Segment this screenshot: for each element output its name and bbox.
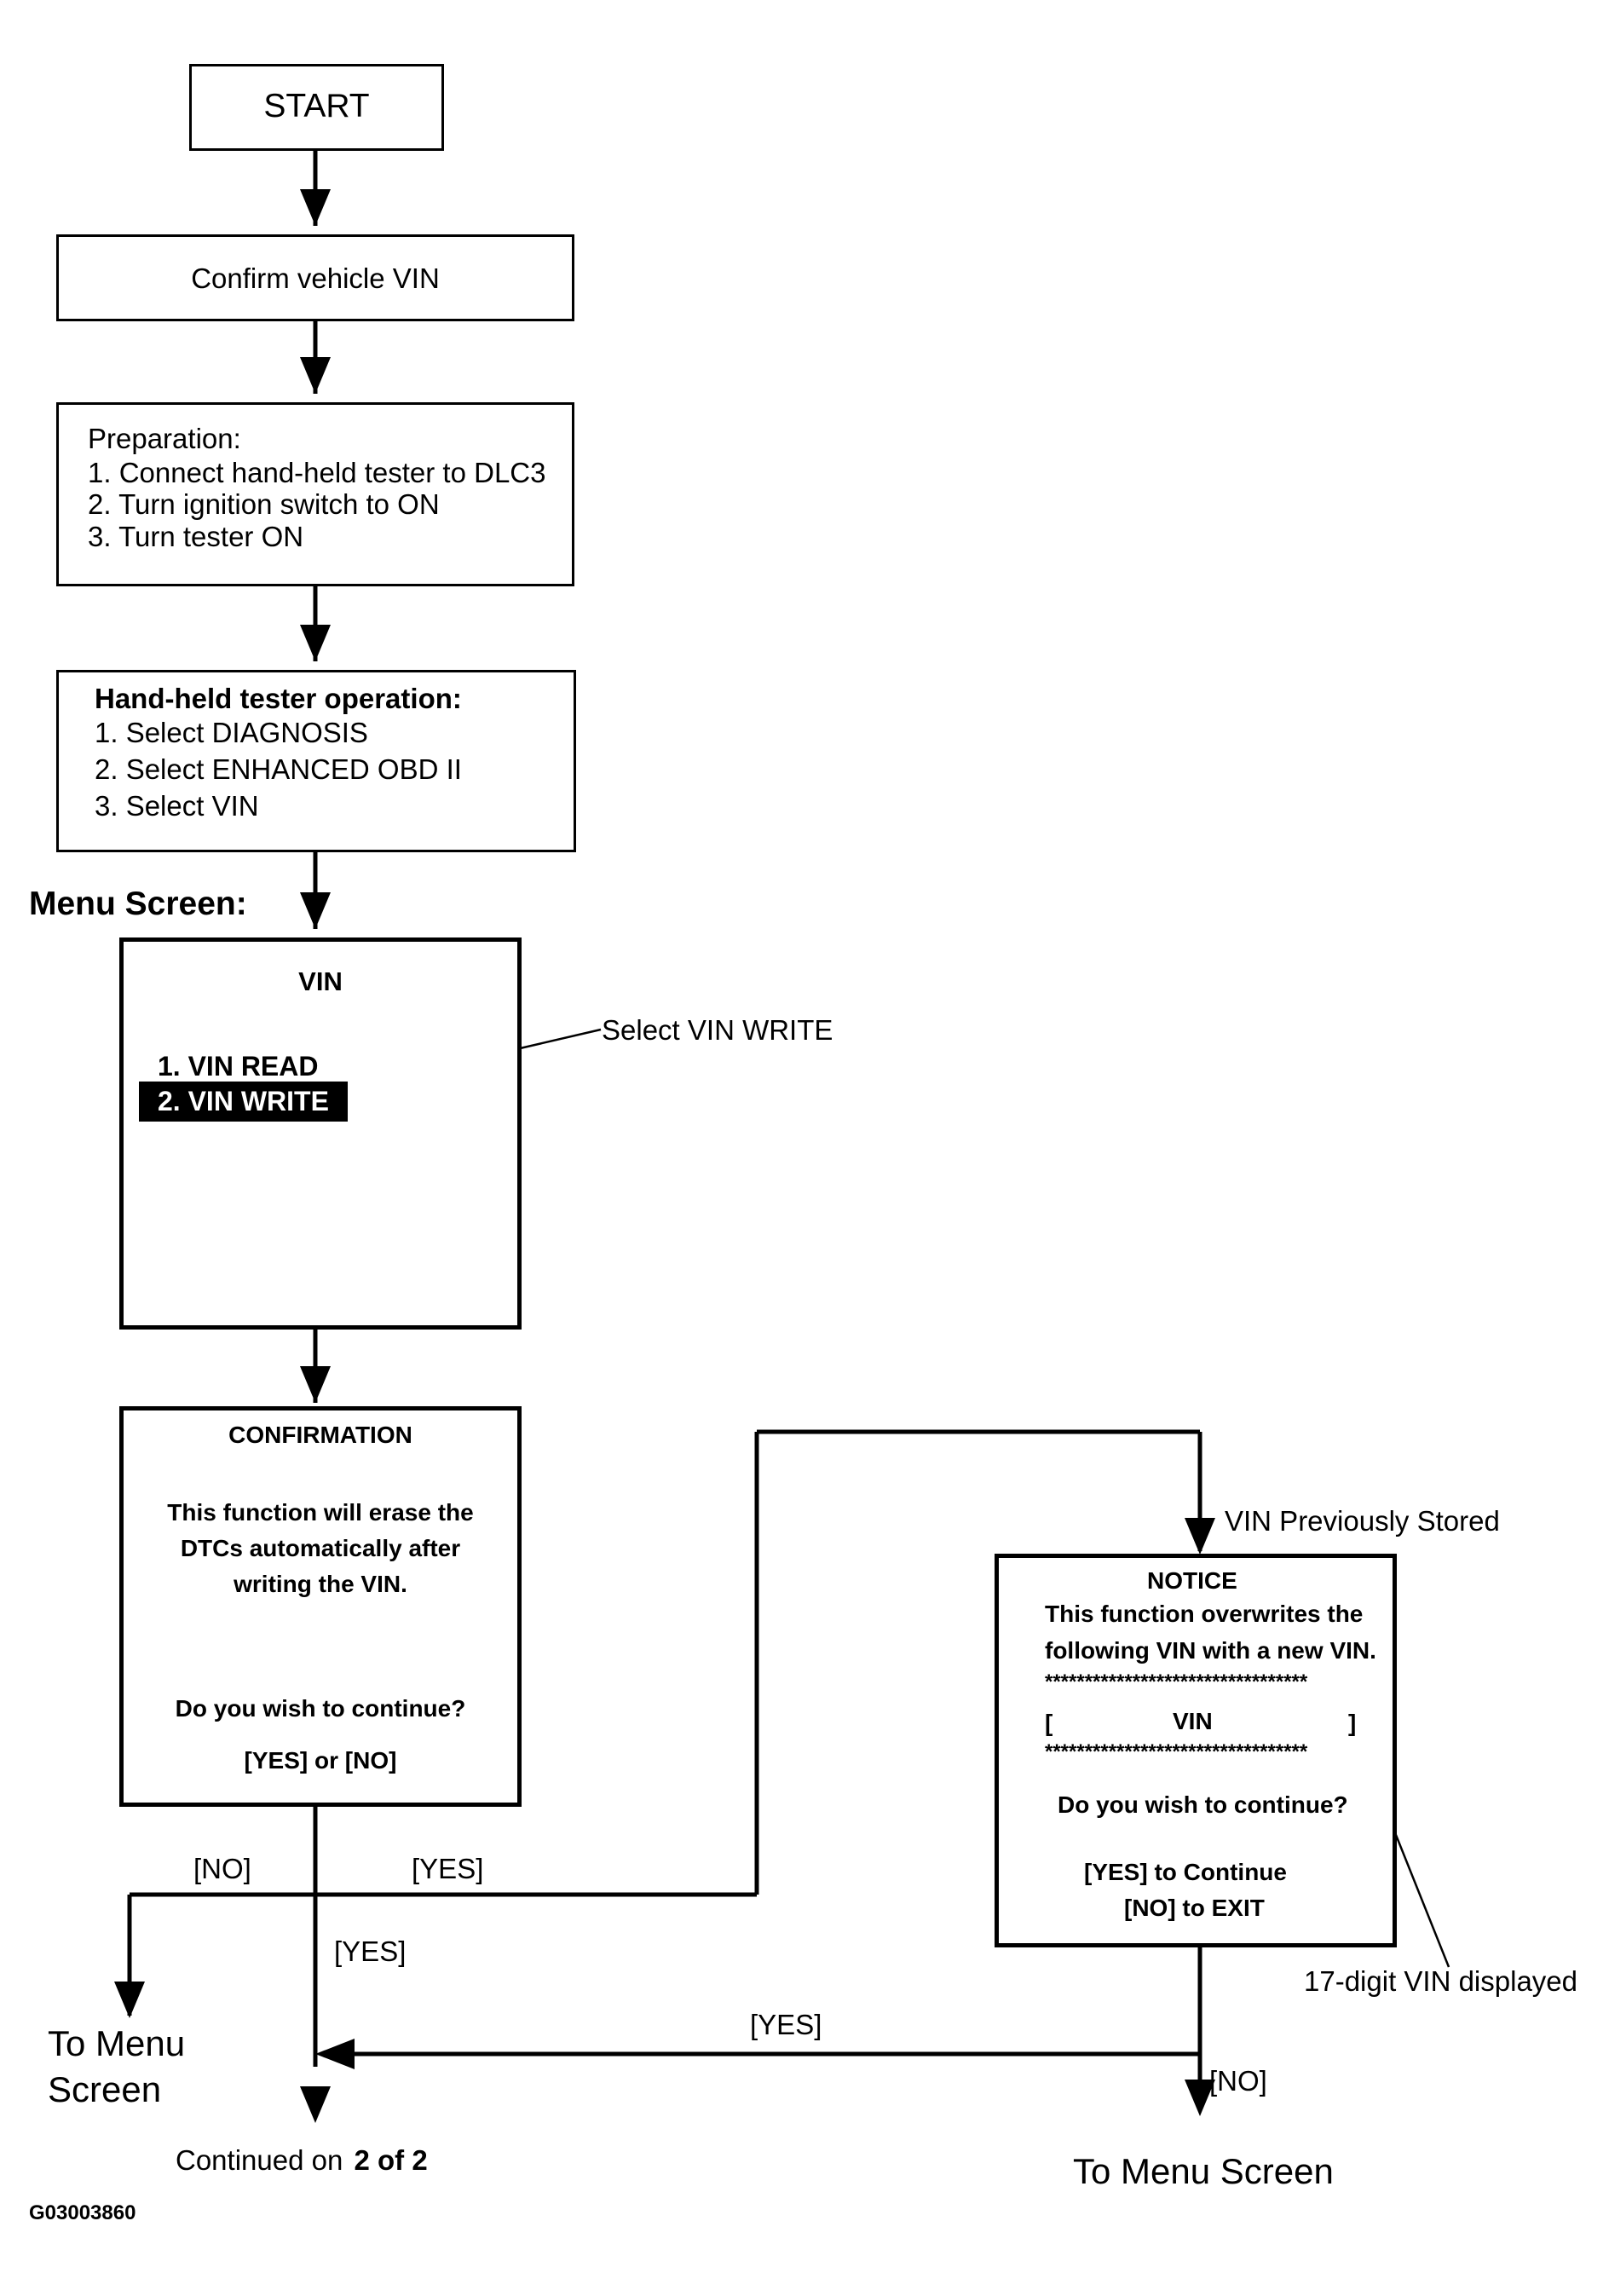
branch-yes-down-label: [YES] bbox=[334, 1935, 407, 1967]
branch-yes-label: [YES] bbox=[412, 1853, 484, 1884]
tester-operation-title: Hand-held tester operation: bbox=[95, 683, 462, 714]
to-menu-screen-left-2: Screen bbox=[48, 2069, 162, 2109]
arrowhead-notice-no bbox=[1185, 2080, 1215, 2116]
menu-item-vin-read: 1. VIN READ bbox=[158, 1051, 319, 1082]
confirmation-line-1: This function will erase the bbox=[167, 1499, 474, 1526]
notice-stars-top: ********************************* bbox=[1045, 1670, 1308, 1693]
arrowhead-4 bbox=[300, 892, 331, 929]
confirmation-box bbox=[119, 1406, 522, 1807]
menu-screen-title: VIN bbox=[298, 966, 343, 996]
continued-on-label: Continued on 2 of 2 bbox=[176, 2143, 428, 2178]
preparation-item-2: 2. Turn ignition switch to ON bbox=[88, 488, 440, 520]
notice-vin-previously-stored: VIN Previously Stored bbox=[1225, 1505, 1500, 1537]
confirm-vin-label: Confirm vehicle VIN bbox=[191, 262, 440, 294]
notice-line-1: This function overwrites the bbox=[1045, 1601, 1364, 1627]
notice-line-2: following VIN with a new VIN. bbox=[1045, 1637, 1376, 1664]
confirmation-title: CONFIRMATION bbox=[228, 1422, 412, 1448]
tester-item-3: 3. Select VIN bbox=[95, 790, 259, 822]
branch-yes-back-label: [YES] bbox=[750, 2009, 822, 2040]
menu-screen-box bbox=[119, 937, 522, 1330]
notice-stars-bottom: ********************************* bbox=[1045, 1740, 1308, 1763]
callout-select-vin-write: Select VIN WRITE bbox=[602, 1014, 833, 1046]
notice-bracket-close: ] bbox=[1348, 1710, 1357, 1736]
notice-question: Do you wish to continue? bbox=[1058, 1791, 1348, 1818]
menu-screen-heading: Menu Screen: bbox=[29, 886, 247, 922]
arrowhead-5 bbox=[300, 1366, 331, 1403]
to-menu-screen-left-1: To Menu bbox=[48, 2023, 186, 2063]
callout-17-digit-vin: 17-digit VIN displayed bbox=[1304, 1965, 1578, 1997]
confirmation-line-3: writing the VIN. bbox=[234, 1571, 407, 1597]
preparation-box bbox=[56, 402, 574, 586]
to-menu-screen-right: To Menu Screen bbox=[1073, 2151, 1334, 2191]
arrowhead-main-down bbox=[300, 2086, 331, 2123]
notice-title: NOTICE bbox=[1147, 1567, 1237, 1594]
start-label: START bbox=[263, 88, 370, 124]
menu-item-vin-write: 2. VIN WRITE bbox=[139, 1082, 348, 1122]
start-box bbox=[189, 64, 444, 151]
preparation-item-3: 3. Turn tester ON bbox=[88, 521, 304, 552]
tester-item-2: 2. Select ENHANCED OBD II bbox=[95, 753, 462, 785]
confirmation-question: Do you wish to continue? bbox=[175, 1695, 466, 1722]
branch-no-label: [NO] bbox=[193, 1853, 251, 1884]
confirmation-options: [YES] or [NO] bbox=[244, 1747, 397, 1774]
tester-operation-box bbox=[56, 670, 576, 852]
preparation-item-1: 1. Connect hand-held tester to DLC3 bbox=[88, 457, 546, 488]
confirm-vin-box bbox=[56, 234, 574, 321]
continued-on-page: 2 of 2 bbox=[354, 2144, 428, 2176]
notice-box bbox=[995, 1554, 1397, 1947]
preparation-title: Preparation: bbox=[88, 423, 241, 454]
confirmation-line-2: DTCs automatically after bbox=[180, 1535, 461, 1561]
branch-no-down-label: [NO] bbox=[1209, 2065, 1267, 2097]
arrowhead-3 bbox=[300, 625, 331, 661]
notice-yes-continue: [YES] to Continue bbox=[1084, 1859, 1287, 1885]
tester-item-1: 1. Select DIAGNOSIS bbox=[95, 717, 368, 748]
arrowhead-2 bbox=[300, 357, 331, 394]
arrowhead-yes-back bbox=[315, 2039, 355, 2069]
arrowhead-1 bbox=[300, 189, 331, 226]
notice-no-exit: [NO] to EXIT bbox=[1124, 1895, 1265, 1921]
notice-bracket-open: [ bbox=[1045, 1710, 1053, 1736]
figure-code: G03003860 bbox=[29, 2201, 136, 2224]
arrowhead-notice bbox=[1185, 1518, 1215, 1555]
notice-vin: VIN bbox=[1173, 1708, 1213, 1734]
arrowhead-no-left bbox=[114, 1982, 145, 2018]
continued-on-prefix: Continued on bbox=[176, 2144, 343, 2176]
